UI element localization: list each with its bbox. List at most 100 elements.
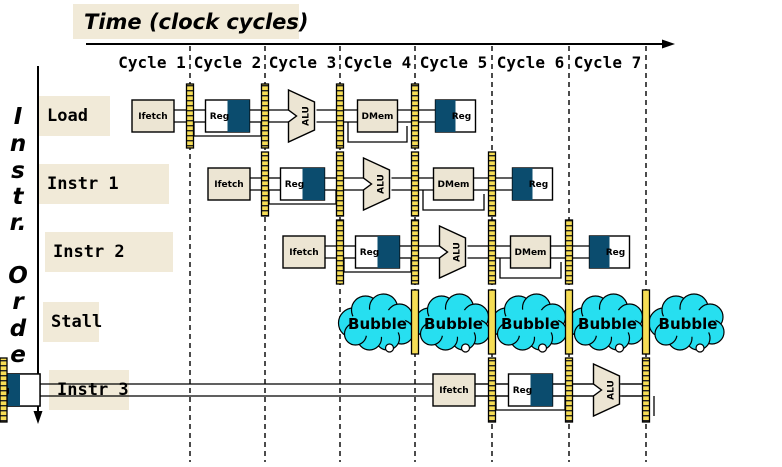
row-label: Instr 3: [57, 380, 129, 400]
stall-latch: [487, 289, 497, 355]
bubble-cloud-core: [579, 309, 636, 337]
pipeline-latch: [260, 151, 270, 217]
alu-shape: [592, 362, 621, 418]
register-file-write-half: [589, 236, 610, 268]
pipeline-latch: [185, 83, 195, 149]
stage-box: [432, 167, 475, 201]
stage-box: [509, 235, 552, 269]
bubble-cloud-tail: [537, 343, 548, 353]
order-axis-arrowhead: [33, 411, 43, 424]
stage-box: [356, 99, 399, 133]
row-label: Stall: [51, 312, 102, 332]
cycle-label: Cycle 6: [497, 53, 564, 72]
order-axis-letter: I: [14, 104, 23, 130]
bubble-cloud: Bubble: [337, 293, 415, 353]
pipeline-latch: [487, 151, 497, 217]
bubble-label: Bubble: [348, 315, 407, 333]
order-axis-letter: t: [13, 184, 25, 210]
order-axis-letter: n: [10, 131, 26, 157]
alu-shape: [287, 88, 316, 144]
pipeline-latch: [410, 151, 420, 217]
pipeline-latch: [487, 357, 497, 423]
datapath-wire: [422, 190, 485, 211]
stage-box: [282, 235, 326, 269]
ifetch-label: Ifetch: [289, 248, 318, 258]
cycle-label: Cycle 5: [420, 53, 487, 72]
bubble-cloud-tail: [695, 343, 705, 353]
title-box: [73, 4, 299, 39]
bubble-cloud: Bubble: [648, 293, 725, 353]
alu-label: ALU: [453, 242, 463, 262]
order-axis-letter: d: [10, 316, 27, 342]
row-label: Instr 1: [47, 174, 119, 194]
stall-latch: [564, 289, 574, 355]
reg-label: Reg: [210, 112, 229, 122]
bubble-label: Bubble: [424, 315, 483, 333]
datapath-wire: [499, 258, 562, 279]
row-label: Instr 2: [53, 242, 125, 262]
pipeline-latch: [564, 357, 574, 423]
order-axis-letter: O: [8, 263, 28, 289]
order-axis-letter: r.: [10, 210, 27, 236]
register-file-write-half: [512, 168, 533, 200]
dmem-label: DMem: [362, 112, 394, 122]
pipeline-latch: [487, 219, 497, 285]
alu-shape: [438, 224, 467, 280]
dmem-label: DMem: [515, 248, 547, 258]
row-label-box: [43, 302, 99, 342]
dmem-label: DMem: [438, 180, 470, 190]
stage-box: [131, 99, 175, 133]
stall-latch: [410, 289, 420, 355]
bubble-cloud: Bubble: [413, 293, 491, 353]
pipeline-latch: [335, 83, 345, 149]
bubble-cloud: Bubble: [567, 293, 645, 353]
cycle-label: Cycle 4: [344, 53, 411, 72]
reg-label: Reg: [513, 386, 532, 396]
order-axis-letter: s: [11, 158, 25, 184]
row-label-box: [45, 232, 173, 272]
alu-shape: [362, 156, 391, 212]
bubble-cloud-core: [660, 309, 716, 337]
row-label: Load: [47, 106, 88, 126]
register-file-read-half: [302, 168, 325, 200]
cycle-label: Cycle 1: [118, 53, 185, 72]
diagram-title: Time (clock cycles): [84, 10, 308, 34]
reg-label: Reg: [285, 180, 304, 190]
order-axis-letter: r: [12, 289, 25, 315]
alu-label: ALU: [607, 380, 617, 400]
register-file-read-half: [530, 374, 553, 406]
register-file-read-half: [377, 236, 400, 268]
ifetch-label: Ifetch: [138, 112, 167, 122]
reg-label: Reg: [529, 180, 548, 190]
pipeline-latch: [335, 219, 345, 285]
bubble-cloud-tail: [460, 343, 471, 353]
pipeline-latch: [410, 219, 420, 285]
pipeline-latch: [335, 151, 345, 217]
bubble-label: Bubble: [659, 315, 718, 333]
order-axis-letter: e: [10, 342, 26, 368]
bubble-cloud-tail: [384, 343, 395, 353]
time-axis-arrowhead: [662, 39, 675, 49]
reg-label: Reg: [606, 248, 625, 258]
stall-latch: [641, 289, 651, 355]
bubble-label: Bubble: [578, 315, 637, 333]
pipeline-latch: [641, 357, 651, 423]
reg-label: Reg: [360, 248, 379, 258]
pipeline-latch: [0, 357, 8, 423]
cycle-label: Cycle 2: [194, 53, 261, 72]
bubble-cloud-core: [349, 309, 406, 337]
alu-label: ALU: [302, 106, 312, 126]
alu-label: ALU: [377, 174, 387, 194]
pipeline-latch: [260, 83, 270, 149]
ifetch-label: Ifetch: [439, 386, 468, 396]
bubble-label: Bubble: [501, 315, 560, 333]
pipeline-latch: [564, 219, 574, 285]
datapath-wire: [347, 122, 408, 143]
bubble-cloud-tail: [614, 343, 625, 353]
row-label-box: [49, 370, 129, 410]
cycle-label: Cycle 7: [574, 53, 641, 72]
pipeline-latch: [410, 83, 420, 149]
row-label-box: [39, 164, 169, 204]
register-file-write-half: [435, 100, 456, 132]
register-file-read-half: [227, 100, 250, 132]
